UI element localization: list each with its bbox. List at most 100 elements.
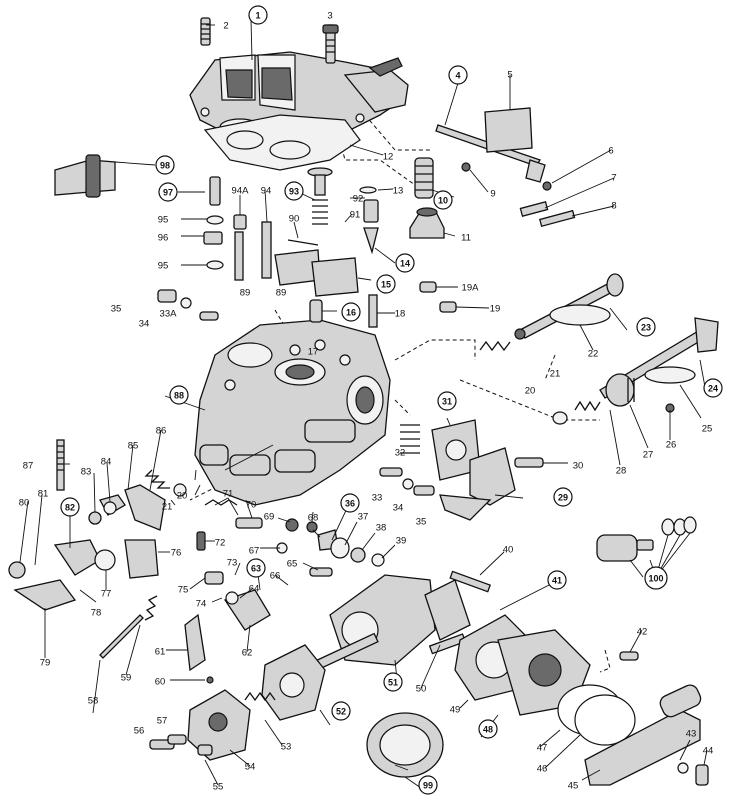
- callout-label-89b: 89: [276, 287, 287, 298]
- callout-24: 24: [703, 378, 723, 398]
- callout-77: 77: [101, 588, 112, 599]
- callout-76: 76: [171, 547, 182, 558]
- callout-45: 45: [568, 780, 579, 791]
- callout-20b: 20: [177, 490, 188, 501]
- callout-63: 63: [246, 558, 266, 578]
- callout-label-17: 17: [308, 346, 319, 357]
- callout-label-58: 58: [88, 695, 99, 706]
- callout-label-40: 40: [503, 544, 514, 555]
- callout-circle-99: [418, 775, 438, 795]
- callout-57: 57: [157, 715, 168, 726]
- callout-label-4: 4: [455, 70, 460, 80]
- callout-label-13: 13: [393, 185, 404, 196]
- callout-56: 56: [134, 725, 145, 736]
- callout-label-64: 64: [249, 583, 260, 594]
- callout-label-53: 53: [281, 741, 292, 752]
- callout-label-72: 72: [215, 537, 226, 548]
- callout-label-16: 16: [346, 307, 356, 317]
- callout-43: 43: [686, 728, 697, 739]
- filter-cup-99: [366, 712, 444, 778]
- callout-circle-4: [448, 65, 468, 85]
- callout-label-69: 69: [264, 511, 275, 522]
- callout-18: 18: [395, 308, 406, 319]
- callout-label-87: 87: [23, 460, 34, 471]
- callout-16: 16: [341, 302, 361, 322]
- callout-31: 31: [437, 391, 457, 411]
- callout-8: 8: [611, 200, 616, 211]
- callout-label-59: 59: [121, 672, 132, 683]
- callout-label-52: 52: [336, 706, 346, 716]
- callout-circle-52: [331, 701, 351, 721]
- callout-circle-100: [644, 566, 668, 590]
- callout-97: 97: [158, 182, 178, 202]
- callout-46: 46: [537, 763, 548, 774]
- callout-label-77: 77: [101, 588, 112, 599]
- callout-label-8: 8: [611, 200, 616, 211]
- callout-label-60: 60: [155, 676, 166, 687]
- callout-94: 94: [261, 185, 272, 196]
- callout-96: 96: [158, 232, 169, 243]
- callout-label-95a: 95: [158, 214, 169, 225]
- callout-92: 92: [353, 193, 364, 204]
- springs-20-21: [479, 340, 675, 425]
- callout-label-25: 25: [702, 423, 713, 434]
- callout-30: 30: [573, 460, 584, 471]
- callout-44: 44: [703, 745, 714, 756]
- callout-circle-31: [437, 391, 457, 411]
- callout-label-12: 12: [383, 151, 394, 162]
- choke-shaft-4: [435, 107, 546, 183]
- callout-label-99: 99: [423, 780, 433, 790]
- callout-100: 100: [644, 566, 668, 590]
- callout-label-91: 91: [350, 209, 361, 220]
- fuel-filter-10: [414, 157, 434, 199]
- callout-9: 9: [490, 188, 495, 199]
- callout-79: 79: [40, 657, 51, 668]
- callout-label-9: 9: [490, 188, 495, 199]
- callout-label-26: 26: [666, 439, 677, 450]
- leader-lines: [19, 19, 708, 789]
- callout-label-46: 46: [537, 763, 548, 774]
- callout-84: 84: [101, 456, 112, 467]
- callout-label-34b: 34: [393, 502, 404, 513]
- callout-label-44: 44: [703, 745, 714, 756]
- callout-label-14: 14: [400, 258, 410, 268]
- callout-circle-23: [636, 317, 656, 337]
- callout-label-67: 67: [249, 545, 260, 556]
- callout-65: 65: [287, 558, 298, 569]
- callout-11: 11: [461, 232, 471, 243]
- callout-50: 50: [416, 683, 427, 694]
- callout-label-93: 93: [289, 186, 299, 196]
- callout-label-31: 31: [442, 396, 452, 406]
- callout-label-34a: 34: [139, 318, 150, 329]
- callout-label-100: 100: [648, 573, 663, 583]
- callout-label-97: 97: [163, 187, 173, 197]
- callout-82: 82: [60, 497, 80, 517]
- callout-label-36: 36: [345, 498, 355, 508]
- screw-3: [322, 24, 339, 64]
- carburetor-body-88: [194, 319, 391, 506]
- callout-circle-41: [547, 570, 567, 590]
- callout-94A: 94A: [232, 185, 250, 196]
- callout-label-29: 29: [558, 492, 568, 502]
- callout-label-83: 83: [81, 466, 92, 477]
- callout-25: 25: [702, 423, 713, 434]
- callout-14: 14: [395, 253, 415, 273]
- callout-label-7: 7: [611, 172, 616, 183]
- callout-38: 38: [376, 522, 387, 533]
- callout-22: 22: [588, 348, 599, 359]
- callout-66: 66: [270, 570, 281, 581]
- callout-label-22: 22: [588, 348, 599, 359]
- callout-88: 88: [169, 385, 189, 405]
- callout-label-85: 85: [128, 440, 139, 451]
- screws-33A-35: [157, 289, 219, 321]
- callout-label-11: 11: [461, 232, 471, 243]
- callout-74: 74: [196, 598, 207, 609]
- callout-69: 69: [264, 511, 275, 522]
- callout-3: 3: [327, 10, 332, 21]
- callout-label-90: 90: [289, 213, 300, 224]
- linkage-levers-left: [8, 439, 187, 611]
- callout-label-18: 18: [395, 308, 406, 319]
- parts-37-40: [330, 537, 491, 593]
